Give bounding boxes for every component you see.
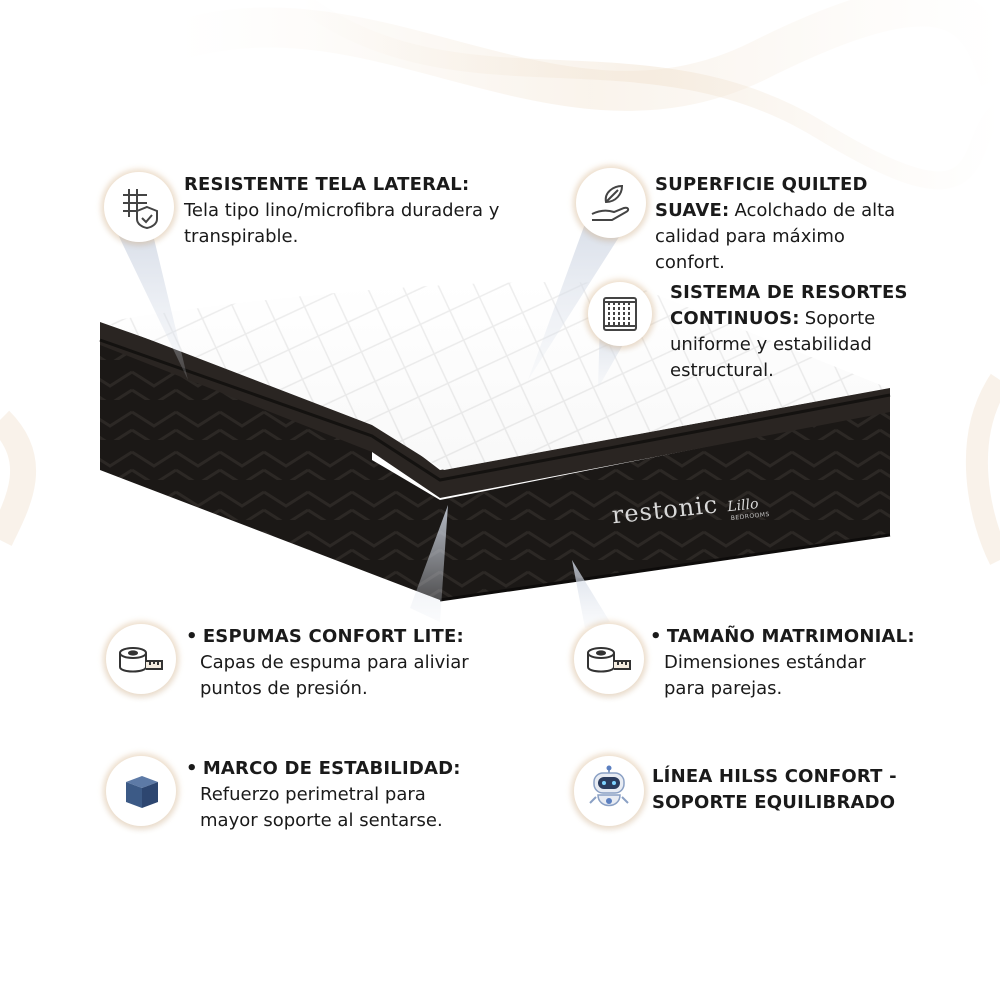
fabric-shield-icon	[104, 172, 174, 242]
feature-title: LÍNEA HILSS CONFORT - SOPORTE EQUILIBRAD…	[652, 766, 897, 813]
robot-icon	[574, 756, 644, 826]
feature-title: SUPERFICIE QUILTED SUAVE:	[655, 174, 868, 221]
feature-bullet: •	[186, 758, 198, 779]
feature-bullet: •	[650, 626, 662, 647]
feature-springs: SISTEMA DE RESORTES CONTINUOS: Soporte u…	[670, 280, 920, 384]
feature-title: ESPUMAS CONFORT LITE:	[202, 626, 464, 647]
spring-coil-icon	[588, 282, 652, 346]
feature-quilted-surface: SUPERFICIE QUILTED SUAVE: Acolchado de a…	[655, 172, 917, 276]
feature-desc: Acolchado de alta calidad para máximo co…	[655, 200, 896, 273]
measuring-tape-icon	[106, 624, 176, 694]
feature-desc: Capas de espuma para aliviar puntos de p…	[200, 652, 469, 699]
feature-desc: Refuerzo perimetral para mayor soporte a…	[200, 784, 443, 831]
feature-title: SISTEMA DE RESORTES CONTINUOS:	[670, 282, 908, 329]
feature-title: RESISTENTE TELA LATERAL:	[184, 174, 470, 195]
measuring-tape-icon	[574, 624, 644, 694]
feature-desc: Soporte uniforme y estabilidad estructur…	[670, 308, 876, 381]
feature-size: • TAMAÑO MATRIMONIAL: Dimensiones estánd…	[650, 624, 950, 702]
feature-desc: Dimensiones estándar para parejas.	[664, 652, 866, 699]
feature-title: MARCO DE ESTABILIDAD:	[202, 758, 461, 779]
feature-bullet: •	[186, 626, 198, 647]
feather-hand-icon	[576, 168, 646, 238]
cube-icon	[106, 756, 176, 826]
feature-title: TAMAÑO MATRIMONIAL:	[666, 626, 915, 647]
feature-desc: Tela tipo lino/microfibra duradera y tra…	[184, 200, 500, 247]
feature-frame: • MARCO DE ESTABILIDAD: Refuerzo perimet…	[186, 756, 486, 834]
feature-foams: • ESPUMAS CONFORT LITE: Capas de espuma …	[186, 624, 486, 702]
feature-line: LÍNEA HILSS CONFORT - SOPORTE EQUILIBRAD…	[652, 764, 922, 816]
feature-side-fabric: RESISTENTE TELA LATERAL: Tela tipo lino/…	[184, 172, 504, 250]
